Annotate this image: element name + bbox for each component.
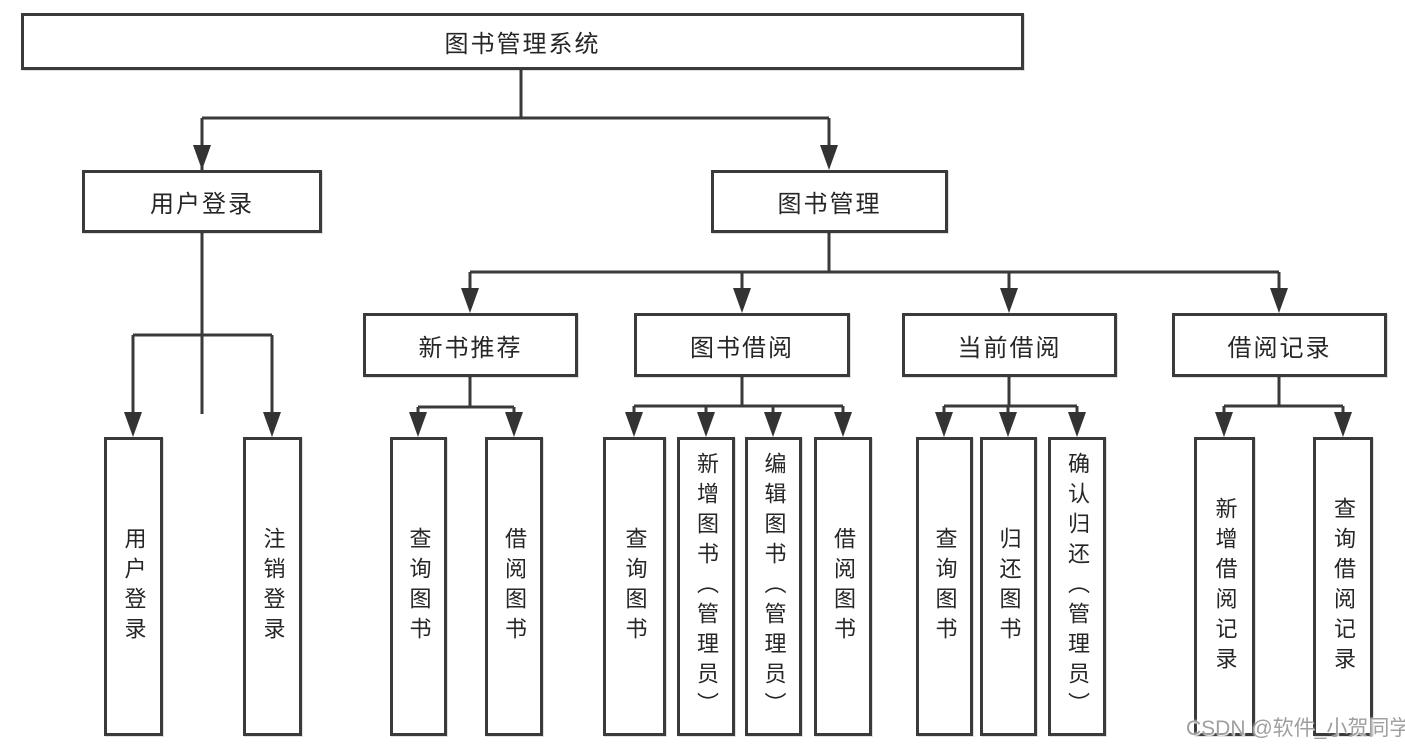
node-book-borrowing: 图书借阅 — [634, 313, 850, 377]
node-label: 查询借阅记录 — [1331, 496, 1356, 677]
node-label: 新增图书（管理员） — [694, 451, 719, 722]
node-borrowing-records: 借阅记录 — [1172, 313, 1387, 377]
csdn-watermark: CSDN @软件_小贺同学 — [1186, 717, 1405, 740]
node-label: 借阅图书 — [502, 526, 527, 647]
node-user-login: 用户登录 — [82, 170, 322, 233]
node-label: 新书推荐 — [418, 334, 523, 362]
node-label: 借阅图书 — [831, 526, 856, 647]
node-search-books-1: 查询图书 — [390, 437, 447, 736]
connector-root-to-level2 — [193, 69, 838, 414]
node-label: 注销登录 — [260, 526, 286, 647]
node-label: 用户登录 — [150, 191, 254, 218]
node-add-books-admin: 新增图书（管理员） — [677, 437, 735, 736]
node-label: 确认归还（管理员） — [1065, 451, 1090, 722]
node-label: 当前借阅 — [957, 334, 1062, 362]
node-new-book-recommendation: 新书推荐 — [363, 313, 578, 377]
connector-user-login-to-leaves — [124, 233, 281, 437]
node-search-books-2: 查询图书 — [603, 437, 666, 736]
node-label: 编辑图书（管理员） — [761, 451, 787, 722]
connector-current-borrowing-to-leaves — [935, 377, 1086, 437]
node-borrow-books-1: 借阅图书 — [485, 437, 543, 736]
node-library-management-system: 图书管理系统 — [21, 13, 1024, 70]
node-label: 归还图书 — [996, 526, 1022, 647]
node-borrow-books-2: 借阅图书 — [814, 437, 872, 736]
node-label: 新增借阅记录 — [1212, 496, 1238, 677]
node-label: 图书管理系统 — [444, 31, 601, 58]
connector-book-borrowing-to-leaves — [625, 377, 852, 437]
connector-new-book-recommendation-to-leaves — [409, 377, 523, 437]
node-user-login-leaf: 用户登录 — [104, 437, 163, 736]
node-label: 图书借阅 — [690, 334, 794, 362]
node-logout: 注销登录 — [243, 437, 302, 736]
node-add-borrow-record: 新增借阅记录 — [1194, 437, 1255, 736]
node-book-management: 图书管理 — [711, 170, 948, 233]
node-label: 查询图书 — [406, 526, 432, 647]
node-label: 查询图书 — [622, 526, 648, 647]
node-label: 图书管理 — [777, 191, 882, 218]
node-confirm-return-admin: 确认归还（管理员） — [1048, 437, 1106, 736]
connector-borrowing-records-to-leaves — [1215, 377, 1352, 437]
node-return-books: 归还图书 — [980, 437, 1037, 736]
node-edit-books-admin: 编辑图书（管理员） — [745, 437, 802, 736]
connector-book-management-to-level3 — [461, 233, 1288, 313]
node-current-borrowing: 当前借阅 — [902, 313, 1117, 377]
node-label: 用户登录 — [121, 526, 147, 647]
node-label: 查询图书 — [932, 526, 958, 647]
node-search-books-3: 查询图书 — [916, 437, 973, 736]
node-search-borrow-record: 查询借阅记录 — [1313, 437, 1373, 736]
node-label: 借阅记录 — [1227, 334, 1332, 362]
